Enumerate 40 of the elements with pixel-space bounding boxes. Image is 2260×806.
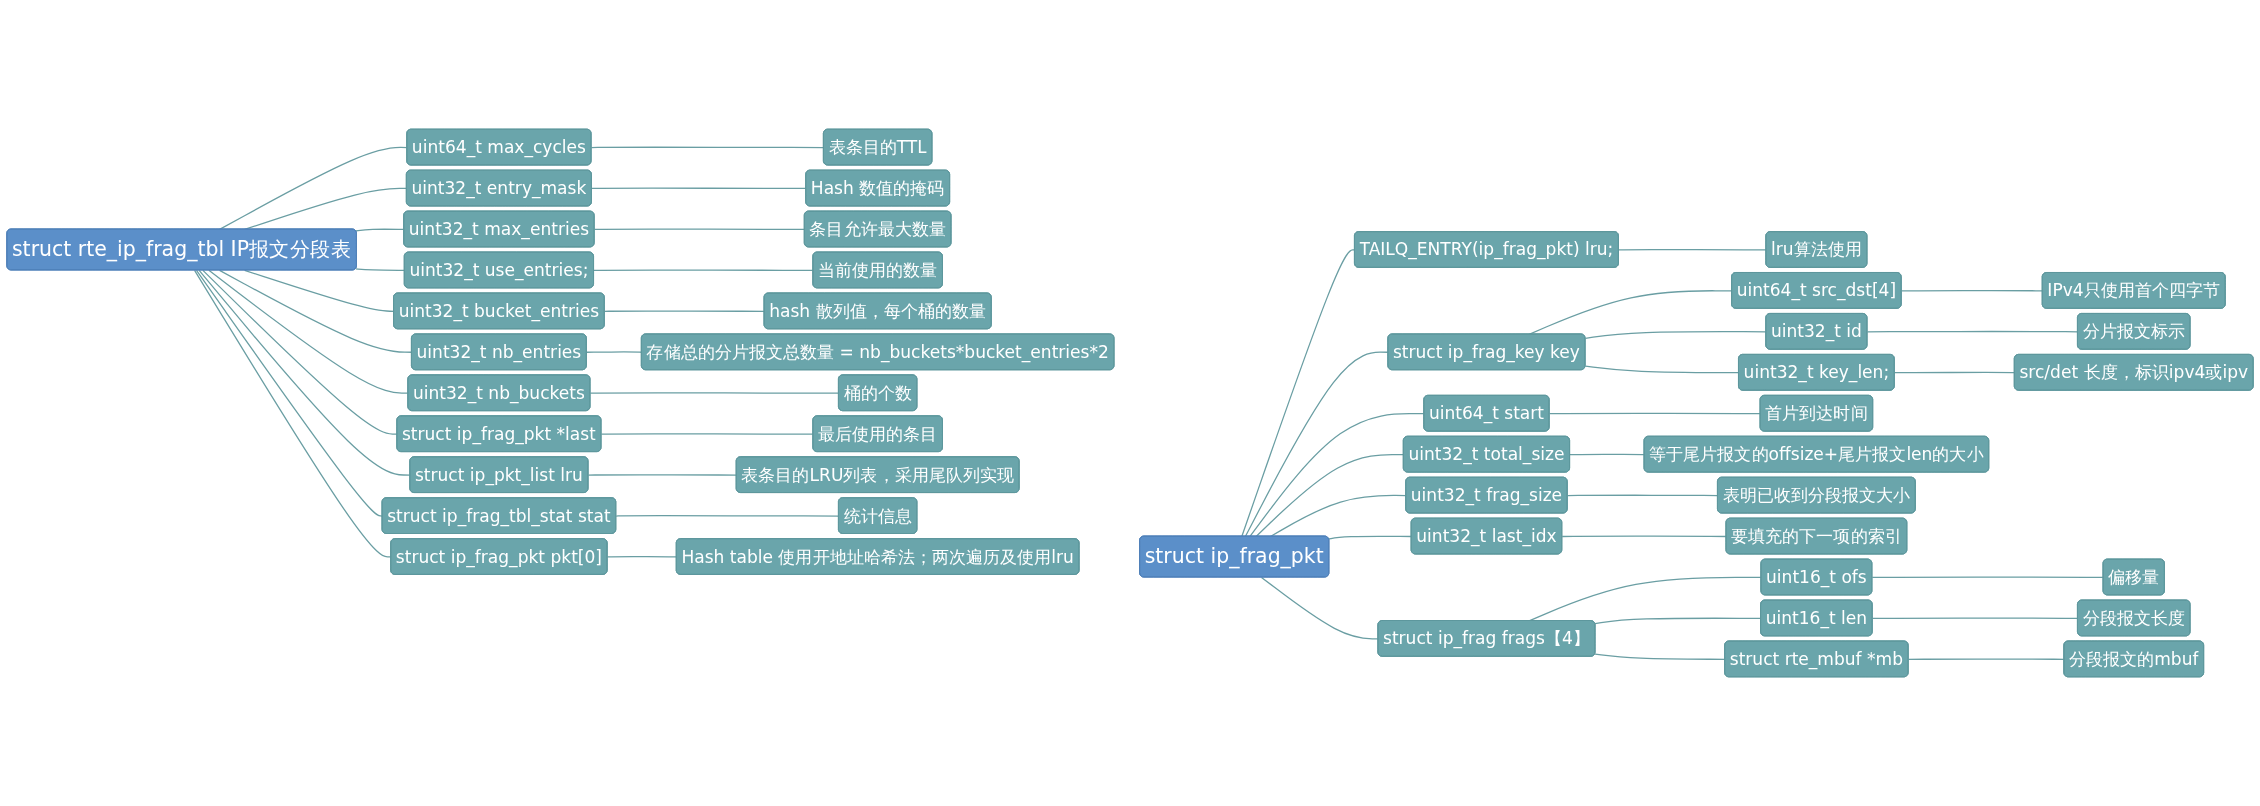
connector (615, 515, 840, 517)
connector (586, 351, 643, 353)
connector (1241, 249, 1356, 538)
connector (1584, 365, 1740, 374)
connector (195, 269, 384, 517)
connector (590, 146, 825, 149)
connector (202, 269, 398, 435)
connector (198, 269, 411, 476)
connector (1866, 330, 2079, 333)
connector (218, 269, 413, 353)
connector (1328, 535, 1413, 540)
connector (1594, 653, 1726, 660)
connector (1872, 617, 2079, 619)
connector (1894, 371, 2016, 374)
connector (1594, 617, 1762, 625)
connector (243, 269, 395, 312)
connector (1569, 453, 1646, 456)
connector (1244, 351, 1389, 538)
connector (1548, 412, 1762, 415)
connector (1871, 576, 2105, 579)
connector (600, 433, 814, 435)
connector (593, 269, 814, 271)
connector (1618, 248, 1767, 251)
connector (355, 228, 405, 232)
connector (593, 228, 806, 231)
connector (1584, 331, 1767, 339)
connector (208, 269, 409, 394)
connector (1907, 658, 2065, 660)
connector (1249, 412, 1425, 538)
connector (1260, 576, 1379, 640)
connector (1255, 453, 1405, 538)
connector (1901, 289, 2044, 292)
connector (355, 268, 406, 271)
connector (589, 392, 840, 394)
connector (587, 474, 738, 476)
connector (606, 556, 678, 558)
connector (604, 310, 766, 312)
connector (591, 187, 807, 190)
connector (1567, 494, 1719, 497)
connector (193, 269, 392, 558)
